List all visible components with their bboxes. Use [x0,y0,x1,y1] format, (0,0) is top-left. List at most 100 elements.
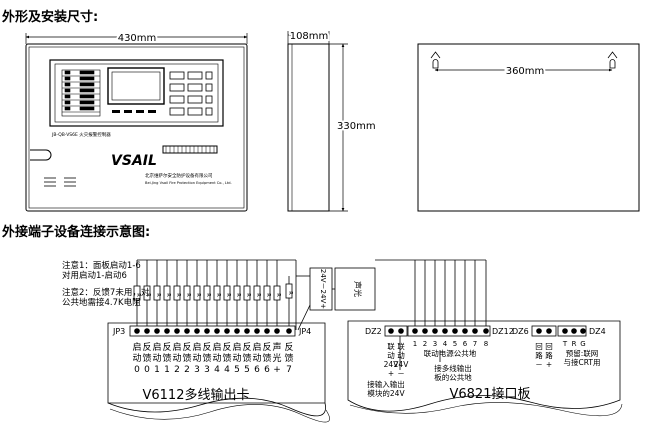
svg-text:预留:联网: 预留:联网 [566,348,599,358]
terminal-label-mid: 馈 [202,352,211,364]
svg-text:R: R [155,293,161,297]
terminal-label-num: 1 [154,365,160,375]
terminal-label-mid: 动 [172,353,181,364]
svg-text:2: 2 [423,340,427,348]
dz12-label: DZ12 [492,327,514,336]
terminal-label-mid: 馈 [182,352,191,364]
svg-text:24V: 24V [384,360,400,369]
svg-text:模块的24V: 模块的24V [367,388,405,398]
svg-text:动: 动 [397,350,405,360]
height-dimension-label: 330mm [337,121,376,132]
v6821-card-title: V6821接口板 [450,386,531,402]
terminal-label-num: 0 [134,365,140,375]
strobe-label: 声光 [353,281,363,297]
dz2-label: DZ2 [365,327,382,336]
jp3-label: JP3 [112,327,125,336]
svg-text:R: R [275,293,281,297]
terminal-label-top: 启 [212,341,221,353]
terminal-label-top: 反 [242,342,251,353]
terminal-label-num: 1 [164,365,170,375]
v6112-note-line: 公共地需接4.7K电阻 [62,297,141,308]
right-button-block [169,71,213,116]
dz4-letters: T R G [562,340,586,348]
front-view [25,33,248,212]
lcd-screen [107,67,165,105]
svg-text:1: 1 [413,340,417,348]
svg-text:动: 动 [387,350,395,360]
terminal-label-mid: 光 [272,352,281,364]
dz12-numbers: 1 2 3 4 5 6 7 8 [413,340,488,348]
terminal-label-num: 5 [234,365,240,375]
terminal-label-num: 2 [174,365,180,375]
svg-text:R: R [185,293,191,297]
terminal-label-num: + [273,365,281,375]
vent-slots [44,177,76,187]
svg-text:R: R [135,293,141,297]
v6112-terminal-labels: 启 反 启 反 启 反 启 反 启 反 启 反 启 反 声 反 动 馈 动 馈 … [132,341,293,375]
svg-text:R: R [245,293,251,297]
company-name-en: Bei.Jing Vsail Fire Protection Equipment… [145,181,232,185]
svg-text:R: R [205,293,211,297]
v6821-terminals [388,328,586,334]
multi-output-note: 接多线输出 板的公共地 [434,363,472,382]
svg-text:路: 路 [535,350,543,360]
svg-text:R: R [165,293,171,297]
front-panel-frame [49,59,224,127]
terminal-label-mid: 馈 [242,352,251,364]
power-label: 24V－24V+ [319,269,327,309]
v6112-terminal-strip [129,325,296,337]
svg-text:联: 联 [397,342,405,351]
terminal-label-mid: 动 [232,353,241,364]
svg-text:R: R [255,293,261,297]
v6112-wiring [107,259,376,423]
brand-logo: VSAIL [111,153,157,169]
svg-text:－: － [535,360,543,369]
company-name-cn: 北京维萨尔安全防护设备有限公司 [145,172,213,179]
v6112-note-line: 注意1：面板启动1-6 [62,260,141,271]
terminal-label-num: 4 [224,365,230,375]
terminal-label-mid: 动 [152,353,161,364]
lcd-keys [112,110,156,113]
reserve-note: 预留:联网 与接CRT用 [564,348,601,367]
terminal-label-mid: 动 [132,353,141,364]
svg-text:R: R [175,293,181,297]
terminal-label-mid: 馈 [142,352,151,364]
mount-spacing-label: 360mm [506,66,545,77]
terminal-label-num: 0 [144,365,150,375]
left-indicator-block [61,69,101,117]
terminal-label-mid: 动 [252,353,261,364]
back-cabinet-outline [417,43,640,212]
terminal-label-num: 6 [254,365,260,375]
svg-text:3: 3 [433,340,437,348]
terminal-label-top: 反 [142,342,151,353]
v6821-card-outline [347,320,621,412]
terminal-label-num: 4 [214,365,220,375]
svg-text:4: 4 [443,340,448,348]
svg-text:7: 7 [473,340,477,348]
common-ground-label: 联动电源公共地 [424,348,477,358]
svg-text:联: 联 [387,342,395,351]
svg-text:R: R [235,293,241,297]
v6112-card-title: V6112多线输出卡 [143,387,250,403]
svg-text:回: 回 [535,342,543,351]
terminal-label-num: 5 [244,365,250,375]
svg-text:+: + [546,360,552,369]
dz4-label: DZ4 [589,327,606,336]
terminal-label-mid: 馈 [284,352,293,364]
dimensions-heading: 外形及安装尺寸: [2,10,99,25]
svg-text:G: G [580,340,585,348]
terminal-label-num: 3 [204,365,210,375]
terminal-label-top: 启 [232,341,241,353]
terminal-label-top: 反 [284,342,293,353]
svg-text:R: R [215,293,221,297]
svg-text:与接CRT用: 与接CRT用 [564,357,601,367]
svg-text:R: R [287,291,293,295]
svg-text:6: 6 [463,340,468,348]
svg-text:+: + [388,369,394,378]
terminal-label-mid: 动 [192,353,201,364]
svg-text:8: 8 [484,340,488,348]
depth-dimension-label: 108mm [290,31,329,42]
loop-labels: 回 路 回 路 － + [535,342,553,369]
back-view [417,43,640,212]
terminal-label-top: 启 [152,341,161,353]
